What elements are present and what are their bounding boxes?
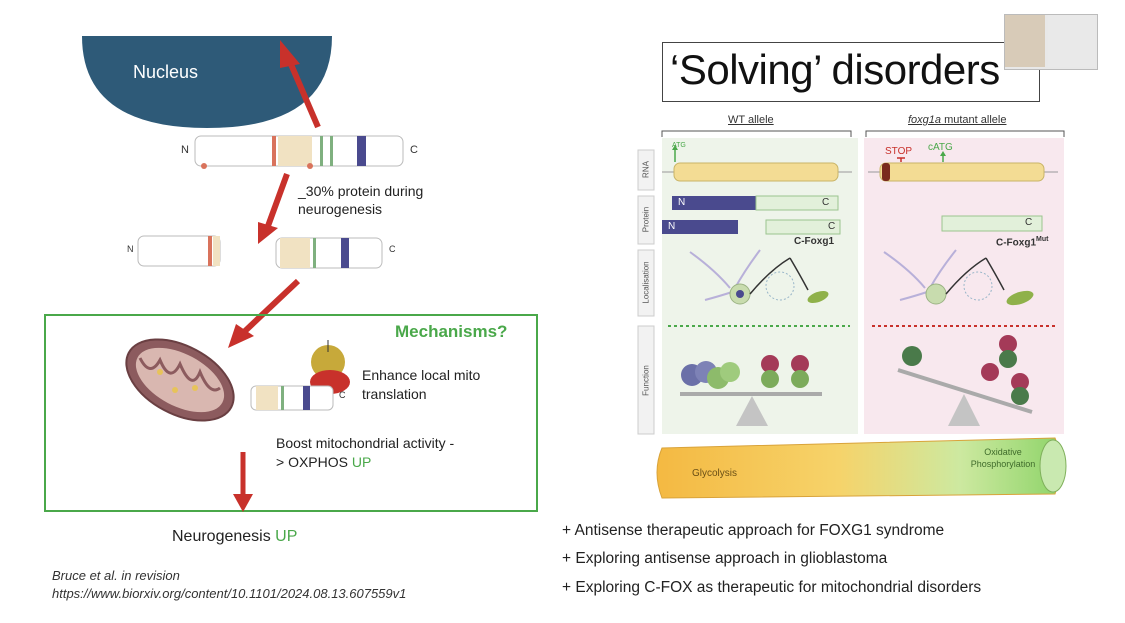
mut-superscript: Mut <box>1036 236 1049 243</box>
cleaved-n-label: N <box>127 244 134 254</box>
glycolysis-label: Glycolysis <box>692 468 738 479</box>
wt-panel <box>662 138 858 434</box>
boost-text: Boost mitochondrial activity -> OXPHOS U… <box>276 434 456 472</box>
c-foxg1-label: C-Foxg1 <box>794 236 834 247</box>
mut-rna-bar <box>879 162 1045 182</box>
mut-c-label: C <box>1025 217 1033 228</box>
bullet-cfox-mito: + Exploring C-FOX as therapeutic for mit… <box>562 579 982 596</box>
nucleus-shape <box>82 36 332 128</box>
wt-protein-n <box>662 220 738 234</box>
row-label-protein-box <box>637 195 655 245</box>
protein-note: _30% protein during neurogenesis <box>298 183 424 217</box>
wt-rna-bar <box>673 162 839 182</box>
wt-full-n-label: N <box>678 197 686 208</box>
mutant-allele-header: foxg1a mutant allele <box>908 114 1006 126</box>
arrow-down-3 <box>233 452 253 512</box>
c-foxg1-mut-text: C-Foxg1 <box>996 237 1036 249</box>
mut-bracket <box>865 130 1065 137</box>
enhance-text: Enhance local mito translation <box>362 367 481 402</box>
arrow-down-1 <box>258 172 290 244</box>
cleaved-protein-c <box>275 237 383 269</box>
atg-label: ATG <box>672 142 686 149</box>
mutant-gene-name: foxg1a <box>908 114 942 126</box>
neurogenesis-text: Neurogenesis UP <box>172 528 297 546</box>
wt-protein-c <box>765 219 841 235</box>
wt-protein-full-n <box>672 196 756 210</box>
webcam-participant-left <box>1005 15 1045 67</box>
mechanisms-box <box>44 314 538 512</box>
row-label-rna-box <box>637 149 655 191</box>
mut-protein-c <box>941 215 1043 232</box>
protein-n-label: N <box>181 144 189 156</box>
mut-panel <box>864 138 1064 434</box>
cleaved-protein-n <box>137 235 221 267</box>
row-label-localisation-box <box>637 249 655 317</box>
slide-title: ‘Solving’ disorders <box>670 46 1000 93</box>
boost-text-prefix: Boost mitochondrial activity -> OXPHOS <box>276 435 455 470</box>
c-foxg1-mut-label: C-Foxg1Mut <box>996 236 1048 248</box>
row-label-protein: Protein <box>641 206 651 233</box>
bullet-glioblastoma: + Exploring antisense approach in gliobl… <box>562 550 888 567</box>
citation-line1: Bruce et al. in revision <box>52 568 180 583</box>
wt-allele-header: WT allele <box>728 114 774 126</box>
row-label-rna: RNA <box>641 161 651 178</box>
mito-protein-c-label: C <box>339 390 346 400</box>
wt-bracket <box>661 130 852 137</box>
wt-full-c-label: C <box>822 197 830 208</box>
wt-c-label: C <box>828 221 836 232</box>
catg-label: cATG <box>928 142 953 153</box>
title-box <box>662 42 1040 102</box>
wt-protein-full-c <box>755 195 839 211</box>
row-label-function: Function <box>641 365 651 396</box>
mechanisms-title: Mechanisms? <box>395 322 508 341</box>
neurogenesis-up: UP <box>275 528 298 545</box>
oxphos-label: Oxidative Phosphorylation <box>970 447 1036 469</box>
row-label-localisation: Localisation <box>641 261 651 304</box>
citation-link[interactable]: https://www.biorxiv.org/content/10.1101/… <box>52 586 407 601</box>
webcam-participant-right <box>1048 15 1095 67</box>
arrow-to-nucleus <box>280 40 321 129</box>
row-label-function-box <box>637 325 655 435</box>
mitochondrion-small-icon <box>1039 439 1067 493</box>
protein-c-label: C <box>410 144 418 156</box>
mitochondrion-illustration <box>125 338 235 422</box>
stop-label: STOP <box>885 146 913 157</box>
mutant-header-rest: mutant allele <box>941 114 1007 126</box>
mut-neuron-illustration <box>883 249 1034 306</box>
full-length-protein <box>194 135 404 169</box>
bullet-antisense-foxg1: + Antisense therapeutic approach for FOX… <box>562 522 945 539</box>
cleaved-c-label: C <box>389 244 396 254</box>
neurogenesis-prefix: Neurogenesis <box>172 528 276 545</box>
boost-text-up: UP <box>351 454 372 470</box>
wt-neuron-illustration <box>689 249 829 305</box>
ribosome-illustration <box>310 340 350 394</box>
mito-protein-small <box>250 385 334 411</box>
arrow-down-2 <box>228 278 301 348</box>
wt-balance <box>680 355 822 426</box>
wt-n-label: N <box>668 221 676 232</box>
mut-balance <box>897 335 1033 426</box>
nucleus-label: Nucleus <box>133 62 199 82</box>
